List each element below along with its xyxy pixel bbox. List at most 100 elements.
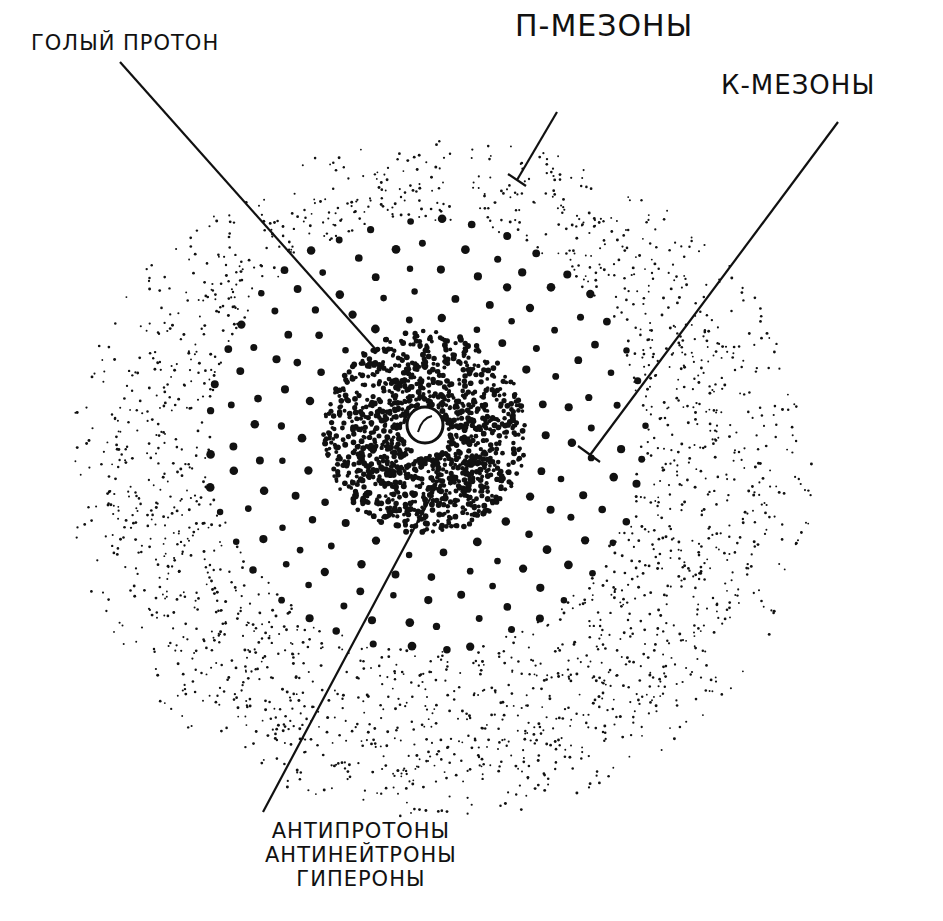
- particle-dot: [288, 241, 291, 244]
- particle-dot: [670, 528, 673, 531]
- particle-dot: [537, 722, 540, 725]
- particle-dot: [500, 219, 503, 222]
- particle-dot: [657, 514, 659, 516]
- particle-dot: [93, 373, 95, 375]
- particle-dot: [742, 670, 744, 672]
- particle-dot: [545, 192, 547, 194]
- particle-dot: [661, 466, 663, 468]
- particle-dot: [741, 287, 743, 289]
- particle-dot: [588, 620, 590, 622]
- particle-dot: [432, 712, 434, 714]
- particle-dot: [733, 478, 735, 480]
- particle-dot: [582, 221, 584, 223]
- particle-dot: [124, 459, 126, 461]
- particle-dot: [287, 612, 290, 615]
- particle-dot: [536, 675, 538, 677]
- particle-dot: [290, 642, 292, 644]
- particle-dot: [663, 672, 665, 674]
- particle-dot: [591, 599, 593, 601]
- particle-dot: [294, 193, 296, 195]
- particle-dot: [323, 235, 325, 237]
- particle-dot: [748, 332, 751, 335]
- particle-dot: [157, 362, 159, 364]
- particle-dot: [647, 656, 650, 659]
- particle-dot: [223, 633, 226, 636]
- particle-dot: [461, 710, 464, 713]
- particle-dot: [694, 418, 697, 421]
- particle-dot: [291, 653, 294, 656]
- particle-dot: [423, 726, 425, 728]
- particle-dot: [653, 484, 655, 486]
- particle-dot: [697, 381, 700, 384]
- particle-dot: [244, 665, 247, 668]
- particle-dot: [570, 674, 572, 676]
- particle-dot: [642, 653, 645, 656]
- particle-dot: [640, 665, 642, 667]
- particle-dot: [609, 685, 611, 687]
- particle-dot: [653, 437, 656, 440]
- particle-dot: [323, 789, 326, 792]
- particle-dot: [231, 659, 234, 662]
- particle-dot: [568, 756, 571, 759]
- particle-dot: [612, 708, 615, 711]
- particle-dot: [619, 638, 621, 640]
- particle-dot: [597, 648, 599, 650]
- particle-dot: [537, 784, 540, 787]
- particle-dot: [247, 621, 249, 623]
- particle-dot: [714, 383, 716, 385]
- particle-dot: [510, 755, 512, 757]
- particle-dot: [535, 739, 538, 742]
- particle-dot: [774, 405, 777, 408]
- particle-dot: [741, 459, 743, 461]
- particle-dot: [118, 459, 120, 461]
- particle-dot: [262, 720, 264, 722]
- particle-dot: [291, 246, 293, 248]
- particle-dot: [737, 588, 739, 590]
- particle-dot: [694, 486, 697, 489]
- particle-dot: [688, 461, 690, 463]
- particle-dot: [183, 684, 185, 686]
- particle-dot: [621, 589, 623, 591]
- particle-dot: [151, 518, 153, 520]
- particle-dot: [292, 662, 295, 665]
- particle-dot: [210, 369, 212, 371]
- particle-dot: [381, 683, 383, 685]
- particle-dot: [660, 417, 662, 419]
- particle-dot: [253, 630, 255, 632]
- particle-dot: [208, 527, 210, 529]
- particle-dot: [450, 219, 452, 221]
- particle-dot: [753, 592, 755, 594]
- particle-dot: [546, 158, 548, 160]
- particle-dot: [752, 417, 754, 419]
- particle-dot: [85, 442, 88, 445]
- particle-dot: [448, 205, 451, 208]
- particle-dot: [615, 675, 617, 677]
- particle-dot: [578, 218, 580, 220]
- particle-dot: [228, 214, 230, 216]
- particle-dot: [533, 726, 535, 728]
- particle-dot: [300, 771, 303, 774]
- particle-dot: [209, 353, 212, 356]
- particle-dot: [243, 584, 246, 587]
- particle-dot: [168, 645, 170, 647]
- particle-dot: [590, 187, 593, 190]
- particle-dot: [728, 601, 731, 604]
- particle-dot: [307, 646, 310, 649]
- particle-dot: [338, 156, 341, 159]
- particle-dot: [169, 327, 172, 330]
- particle-dot: [392, 773, 394, 775]
- particle-dot: [764, 533, 766, 535]
- particle-dot: [228, 246, 231, 249]
- particle-dot: [199, 316, 201, 318]
- particle-dot: [224, 522, 226, 524]
- particle-dot: [715, 676, 717, 678]
- particle-dot: [807, 523, 809, 525]
- particle-dot: [251, 287, 253, 289]
- particle-dot: [466, 718, 468, 720]
- particle-dot: [421, 723, 424, 726]
- particle-dot: [770, 609, 772, 611]
- particle-dot: [483, 195, 486, 198]
- particle-dot: [519, 784, 521, 786]
- particle-dot: [597, 611, 599, 613]
